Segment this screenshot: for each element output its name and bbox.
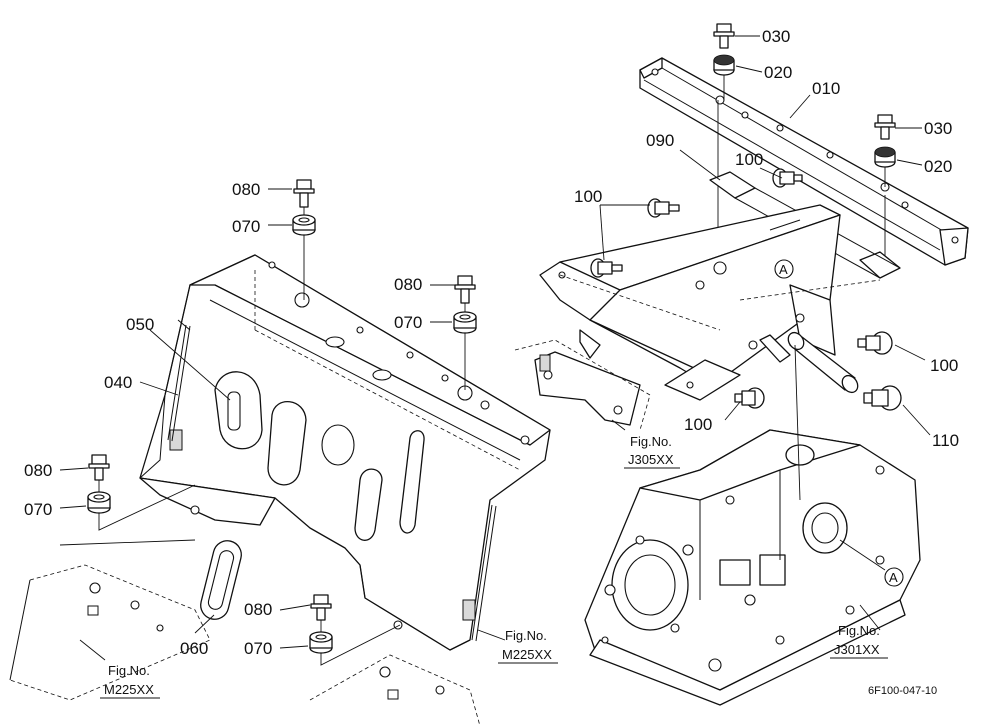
washer-070-top [292, 214, 316, 236]
washer-070-mid [453, 311, 477, 334]
panel-side-rail [167, 324, 497, 642]
callout-100-upper: 100 [735, 150, 763, 169]
drawing-code: 6F100-047-10 [868, 685, 937, 697]
fig-ref-m225-left: Fig.No. M225XX [100, 663, 160, 699]
callout-080-left: 080 [24, 461, 52, 480]
callout-100-left: 100 [574, 187, 602, 206]
reference-marker-a-upper: A [774, 259, 794, 279]
callout-070-bottom: 070 [244, 639, 272, 658]
support-frame [539, 204, 881, 401]
washer-070-left [59, 484, 196, 546]
washer-070-bottom [309, 624, 401, 666]
fig-ref-j301: Fig.No. J301XX [830, 623, 888, 659]
callout-070-left: 070 [24, 500, 52, 519]
floor-plate-left [9, 564, 211, 701]
bolt-100-b [590, 258, 623, 278]
svg-text:J301XX: J301XX [834, 642, 880, 657]
callout-070-mid: 070 [394, 313, 422, 332]
callout-080-mid: 080 [394, 275, 422, 294]
callout-050: 050 [126, 315, 154, 334]
callout-labels: 030 020 010 030 020 090 100 100 100 100 … [24, 27, 959, 658]
callout-040: 040 [104, 373, 132, 392]
front-panel-040 [139, 254, 551, 651]
bolt-110-head [863, 385, 902, 411]
side-bracket [514, 339, 651, 431]
svg-text:Fig.No.: Fig.No. [838, 623, 880, 638]
reference-marker-a-lower: A [884, 567, 904, 587]
svg-text:Fig.No.: Fig.No. [630, 434, 672, 449]
callout-100-lower: 100 [684, 415, 712, 434]
leader-lines [59, 35, 931, 661]
callout-080-bottom: 080 [244, 600, 272, 619]
shaft-110 [759, 331, 859, 394]
bolt-080-left [88, 454, 110, 495]
svg-text:Fig.No.: Fig.No. [108, 663, 150, 678]
bolt-100-d [857, 331, 893, 355]
callout-070-top: 070 [232, 217, 260, 236]
callout-020-lower: 020 [924, 157, 952, 176]
bolt-030-left [713, 23, 735, 49]
floor-plate-right [309, 654, 481, 726]
fig-ref-j305: Fig.No. J305XX [624, 434, 680, 469]
callout-030-lower: 030 [924, 119, 952, 138]
callout-110: 110 [932, 431, 959, 450]
callout-080-top: 080 [232, 180, 260, 199]
callout-100-right: 100 [930, 356, 958, 375]
bolt-080-bottom [310, 594, 332, 632]
callout-010: 010 [812, 79, 840, 98]
svg-text:M225XX: M225XX [104, 682, 154, 697]
svg-text:J305XX: J305XX [628, 452, 674, 467]
grommet-060 [200, 540, 242, 620]
svg-text:Fig.No.: Fig.No. [505, 628, 547, 643]
transmission-housing [584, 344, 921, 706]
svg-text:M225XX: M225XX [502, 647, 552, 662]
bolt-100-c [772, 168, 803, 188]
top-bar-010 [639, 57, 969, 266]
fig-ref-m225-right: Fig.No. M225XX [498, 628, 558, 664]
bolt-080-mid [454, 275, 476, 390]
callout-030-upper: 030 [762, 27, 790, 46]
callout-090: 090 [646, 131, 674, 150]
bolt-100-a [647, 198, 680, 218]
svg-text:A: A [889, 570, 898, 585]
bolt-030-right [874, 114, 896, 140]
callout-060: 060 [180, 639, 208, 658]
svg-text:A: A [779, 262, 788, 277]
callout-020-upper: 020 [764, 63, 792, 82]
bolt-100-e [734, 387, 765, 409]
